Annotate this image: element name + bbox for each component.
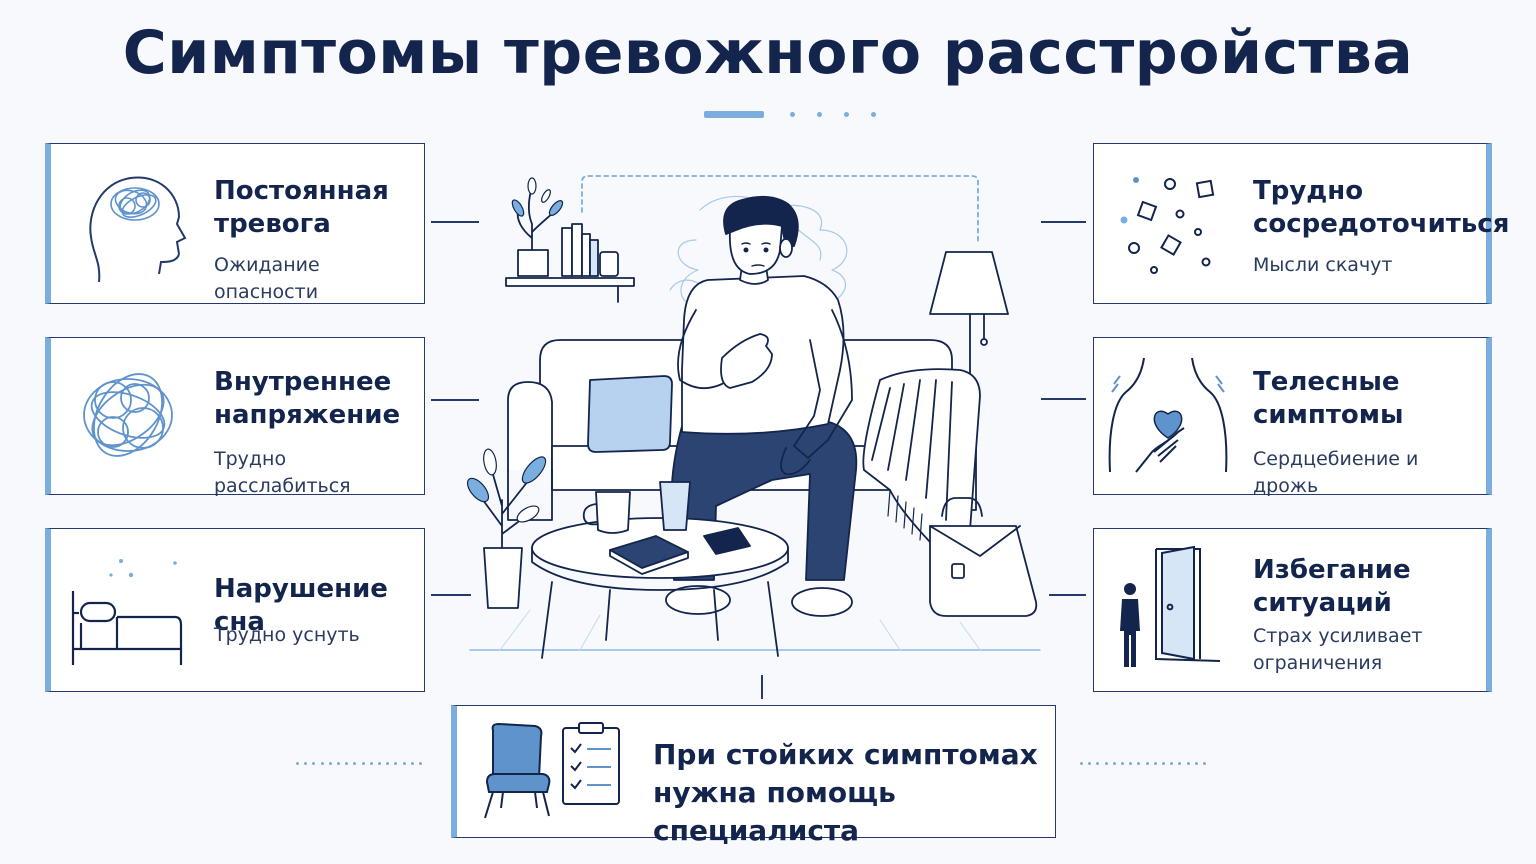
divider-dot [419, 762, 422, 765]
banner-line: нужна помощь специалиста [653, 776, 896, 847]
armchair-icon [484, 722, 551, 819]
card-title-line: Нарушение сна [214, 574, 388, 637]
divider-dot [1145, 762, 1149, 765]
divider-dot [394, 762, 398, 765]
divider-dot [1121, 762, 1124, 765]
head-tangle-icon [89, 176, 187, 283]
scattered-shapes-icon [1120, 177, 1215, 274]
divider-dot [361, 762, 365, 765]
connector-line [431, 594, 471, 596]
card-hard-to-focus: Трудно сосредоточиться Мысли скачут [1093, 143, 1509, 304]
anxious-man-on-sofa-illustration [466, 175, 1041, 659]
divider-dot [1096, 762, 1100, 765]
divider-dot [410, 762, 414, 765]
divider-dot [1170, 762, 1174, 765]
divider-dot [1104, 762, 1108, 765]
divider-dot [345, 762, 349, 765]
divider-dot [378, 762, 381, 765]
divider-dot [1080, 762, 1083, 765]
checklist-icon [562, 722, 620, 805]
connector-line [761, 675, 763, 699]
card-title-line: Постоянная [214, 176, 389, 206]
card-subtitle: Трудно уснуть [214, 624, 360, 646]
card-title-line: симптомы [1253, 400, 1404, 430]
connector-line [1049, 594, 1086, 596]
divider-dot [353, 762, 357, 765]
bed-moon-icon [71, 555, 183, 665]
connector-line [431, 221, 479, 223]
card-sleep-disorder: Нарушение сна Трудно уснуть [45, 528, 425, 692]
card-title-line: тревога [214, 209, 331, 239]
card-title-line: Внутреннее [214, 367, 392, 397]
divider-dot [402, 762, 406, 765]
divider-dot [328, 762, 332, 765]
card-subtitle-line: ограничения [1253, 652, 1383, 674]
divider-dot [337, 762, 340, 765]
card-title-line: Избегание [1253, 555, 1411, 585]
divider-dot [1178, 762, 1182, 765]
divider-dot [369, 762, 373, 765]
card-physical-symptoms: Телесные симптомы Сердцебиение и дрожь [1093, 337, 1492, 497]
divider-dot [312, 762, 316, 765]
card-avoidance: Избегание ситуаций Страх усиливает огран… [1093, 528, 1492, 692]
chest-heart-icon [1108, 357, 1228, 473]
page-title: Симптомы тревожного расстройства [122, 18, 1414, 88]
connector-line [431, 399, 479, 401]
divider-dot [304, 762, 308, 765]
banner-line: При стойких симптомах [653, 738, 1038, 771]
card-subtitle: Ожидание опасности [214, 254, 320, 303]
card-title-line: ситуаций [1253, 588, 1392, 618]
card-constant-anxiety: Постоянная тревога Ожидание опасности [45, 143, 425, 304]
card-subtitle-line: Страх усиливает [1253, 625, 1423, 647]
card-title-line: Трудно [1253, 176, 1364, 206]
connector-line [1041, 398, 1086, 400]
divider-dot [386, 762, 390, 765]
card-subtitle: Сердцебиение и дрожь [1253, 448, 1419, 497]
divider-dot [1088, 762, 1092, 765]
connector-line [1041, 221, 1086, 223]
divider-dot [1153, 762, 1157, 765]
divider-dot [1194, 762, 1198, 765]
tangle-icon [83, 373, 173, 457]
door-person-icon [1120, 545, 1221, 667]
card-subtitle: Трудно расслабиться [214, 448, 351, 497]
card-title-line: напряжение [214, 400, 401, 430]
divider-dot [1186, 762, 1190, 765]
divider-dot [1203, 762, 1206, 765]
divider-dot [1137, 762, 1141, 765]
card-title-line: Телесные [1253, 367, 1400, 397]
divider-dot [1112, 762, 1116, 765]
dotted-divider-right [1080, 762, 1210, 766]
card-title-line: сосредоточиться [1253, 209, 1510, 239]
divider-dot [296, 762, 299, 765]
card-inner-tension: Внутреннее напряжение Трудно расслабитьс… [45, 337, 425, 497]
specialist-help-banner: При стойких симптомах нужна помощь специ… [451, 705, 1056, 847]
dotted-divider-left [296, 762, 426, 766]
card-subtitle: Мысли скачут [1253, 254, 1393, 276]
divider-dot [1162, 762, 1165, 765]
divider-dot [1129, 762, 1133, 765]
divider-dot [320, 762, 324, 765]
